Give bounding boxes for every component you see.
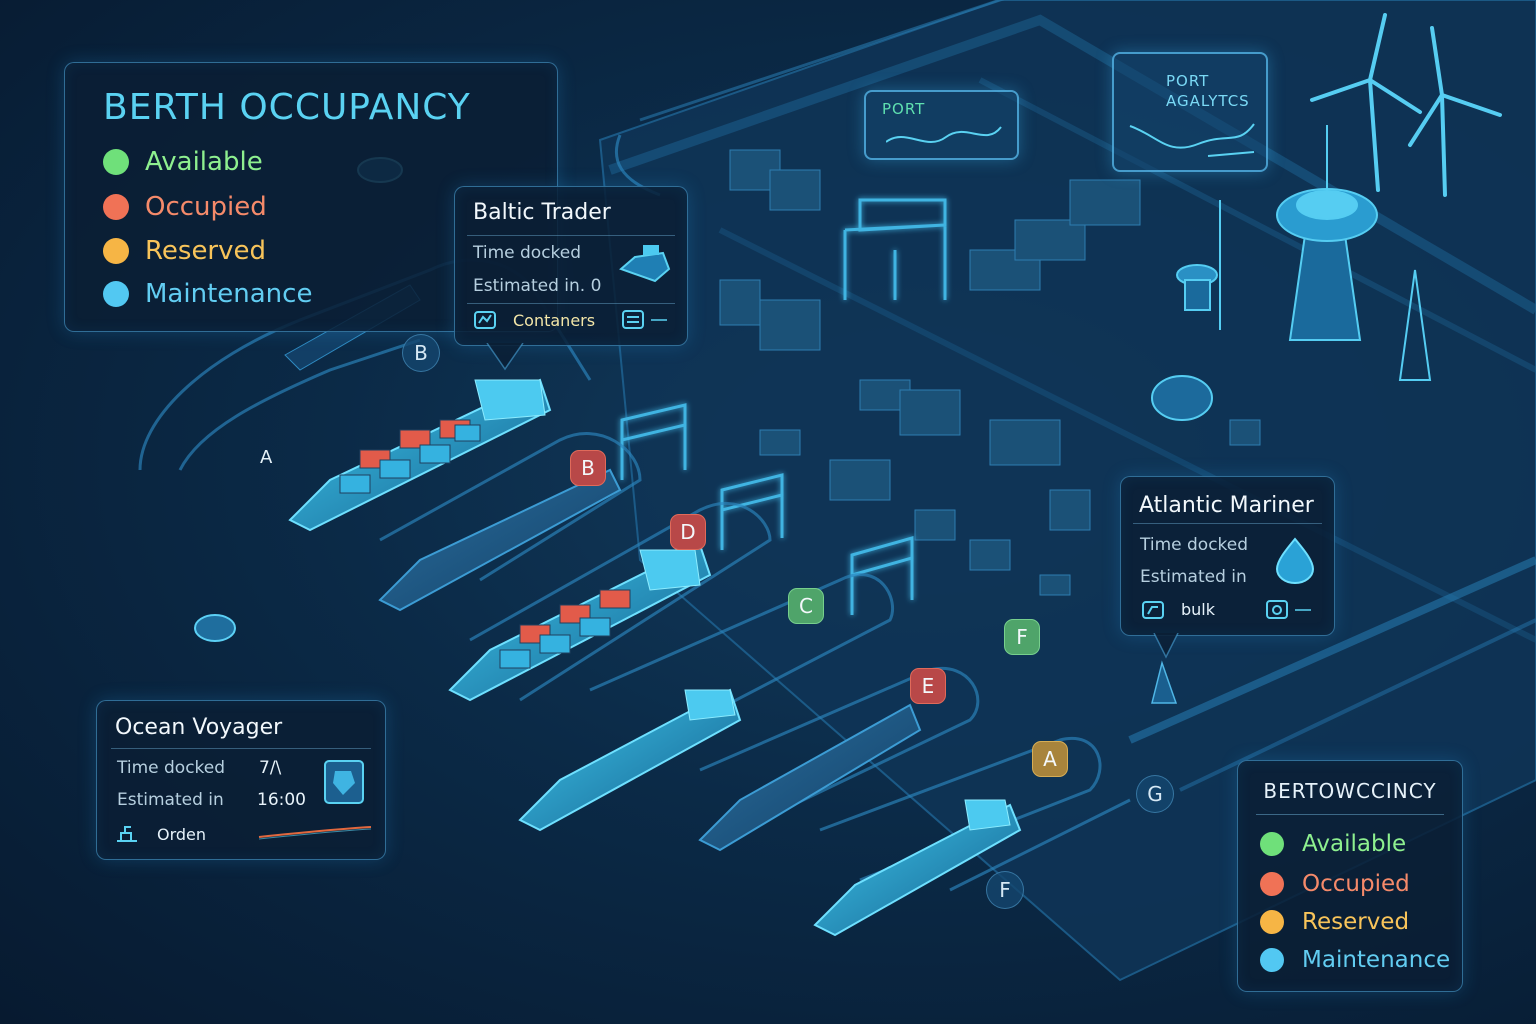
- berth-marker-f-available[interactable]: F: [1004, 619, 1040, 655]
- occupied-dot: [1260, 872, 1284, 896]
- time-docked-label: Time docked: [473, 243, 582, 263]
- drop-icon: [1275, 537, 1315, 584]
- document-icon: [622, 310, 667, 329]
- card-pointer: [486, 343, 524, 371]
- berth-marker-e-occupied[interactable]: E: [910, 668, 946, 704]
- legend-item-maintenance: Maintenance: [103, 279, 312, 309]
- analytics-chart-icon: [1129, 123, 1255, 157]
- legend-item-label: Maintenance: [1302, 947, 1451, 973]
- reserved-dot: [103, 238, 129, 264]
- estimated-label: Estimated in. 0: [473, 276, 602, 296]
- berth-marker-b-occupied[interactable]: B: [570, 450, 606, 486]
- ship-name: Atlantic Mariner: [1139, 493, 1314, 518]
- legend-item-label: Reserved: [145, 236, 267, 266]
- legend-item-label: Available: [1302, 831, 1407, 857]
- ship-name: Baltic Trader: [473, 200, 611, 225]
- cargo-type: Orden: [157, 825, 207, 844]
- cargo-icon: [1142, 601, 1164, 619]
- legend-item-reserved: Reserved: [1260, 907, 1409, 937]
- legend-divider: [1256, 814, 1444, 815]
- ship-card-baltic-trader[interactable]: Baltic Trader Time docked Estimated in. …: [454, 186, 688, 346]
- analytics-screen-line1: PORT: [1166, 72, 1210, 90]
- berth-marker-b-top[interactable]: B: [402, 334, 440, 372]
- legend-item-label: Reserved: [1302, 909, 1410, 935]
- time-docked-label: Time docked: [1140, 535, 1249, 555]
- berth-marker-c-available[interactable]: C: [788, 588, 824, 624]
- chart-line-icon: [886, 126, 1002, 143]
- maintenance-dot: [1260, 948, 1284, 972]
- legend-item-label: Occupied: [145, 192, 267, 222]
- maintenance-dot: [103, 281, 129, 307]
- legend-item-occupied: Occupied: [1260, 869, 1410, 899]
- ship-card-atlantic-mariner[interactable]: Atlantic Mariner Time docked Estimated i…: [1120, 476, 1335, 636]
- card-divider: [111, 748, 371, 749]
- wind-turbines: [1310, 13, 1502, 197]
- berth-marker-a-left[interactable]: A: [260, 447, 273, 468]
- occupied-dot: [103, 194, 129, 220]
- crane-icon: [117, 826, 137, 842]
- legend-item-maintenance: Maintenance: [1260, 945, 1450, 975]
- legend-item-label: Maintenance: [145, 279, 313, 309]
- card-divider: [467, 235, 675, 236]
- port-screen-label: PORT: [882, 100, 926, 118]
- ship-card-ocean-voyager[interactable]: Ocean Voyager Time docked 7/\ Estimated …: [96, 700, 386, 860]
- cargo-type: Contaners: [513, 311, 596, 330]
- card-divider: [1133, 523, 1322, 524]
- berth-marker-d-occupied[interactable]: D: [670, 514, 706, 550]
- cargo-icon: [474, 311, 496, 329]
- legend-item-label: Occupied: [1302, 871, 1410, 897]
- time-docked-label: Time docked: [117, 758, 226, 778]
- legend-small-title: BERTOWCCINCY: [1263, 779, 1437, 803]
- cargo-type: bulk: [1181, 600, 1216, 619]
- legend-title: BERTH OCCUPANCY: [103, 87, 471, 128]
- ships: [284, 284, 1022, 937]
- berth-marker-g[interactable]: G: [1136, 775, 1174, 813]
- card-pointer: [1151, 633, 1179, 704]
- estimated-label: Estimated in: [117, 790, 224, 810]
- ship-name: Ocean Voyager: [115, 715, 283, 740]
- port-screen: PORT: [864, 90, 1019, 160]
- available-dot: [1260, 832, 1284, 856]
- legend-item-label: Available: [145, 147, 263, 177]
- card-divider: [467, 303, 675, 304]
- estimated-label: Estimated in: [1140, 567, 1247, 587]
- legend-item-available: Available: [1260, 829, 1406, 859]
- time-docked-value: 7/\: [259, 758, 282, 778]
- legend-item-reserved: Reserved: [103, 236, 266, 266]
- ship-icon: [619, 245, 671, 283]
- control-tower: [1151, 125, 1432, 421]
- berth-occupancy-legend-small: BERTOWCCINCY Available Occupied Reserved…: [1237, 760, 1463, 992]
- gauge-icon: [1266, 600, 1311, 619]
- berth-marker-a-reserved[interactable]: A: [1032, 741, 1068, 777]
- estimated-value: 16:00: [257, 790, 306, 810]
- available-dot: [103, 149, 129, 175]
- progress-line-icon: [258, 826, 372, 840]
- legend-item-occupied: Occupied: [103, 192, 267, 222]
- analytics-screen-line2: AGALYTCS: [1166, 92, 1250, 110]
- berth-marker-f-bottom[interactable]: F: [986, 871, 1024, 909]
- analytics-screen: PORT AGALYTCS: [1112, 52, 1268, 172]
- map-tag-icon: [324, 760, 364, 804]
- reserved-dot: [1260, 910, 1284, 934]
- legend-item-available: Available: [103, 147, 263, 177]
- container-stacks: [719, 149, 1261, 596]
